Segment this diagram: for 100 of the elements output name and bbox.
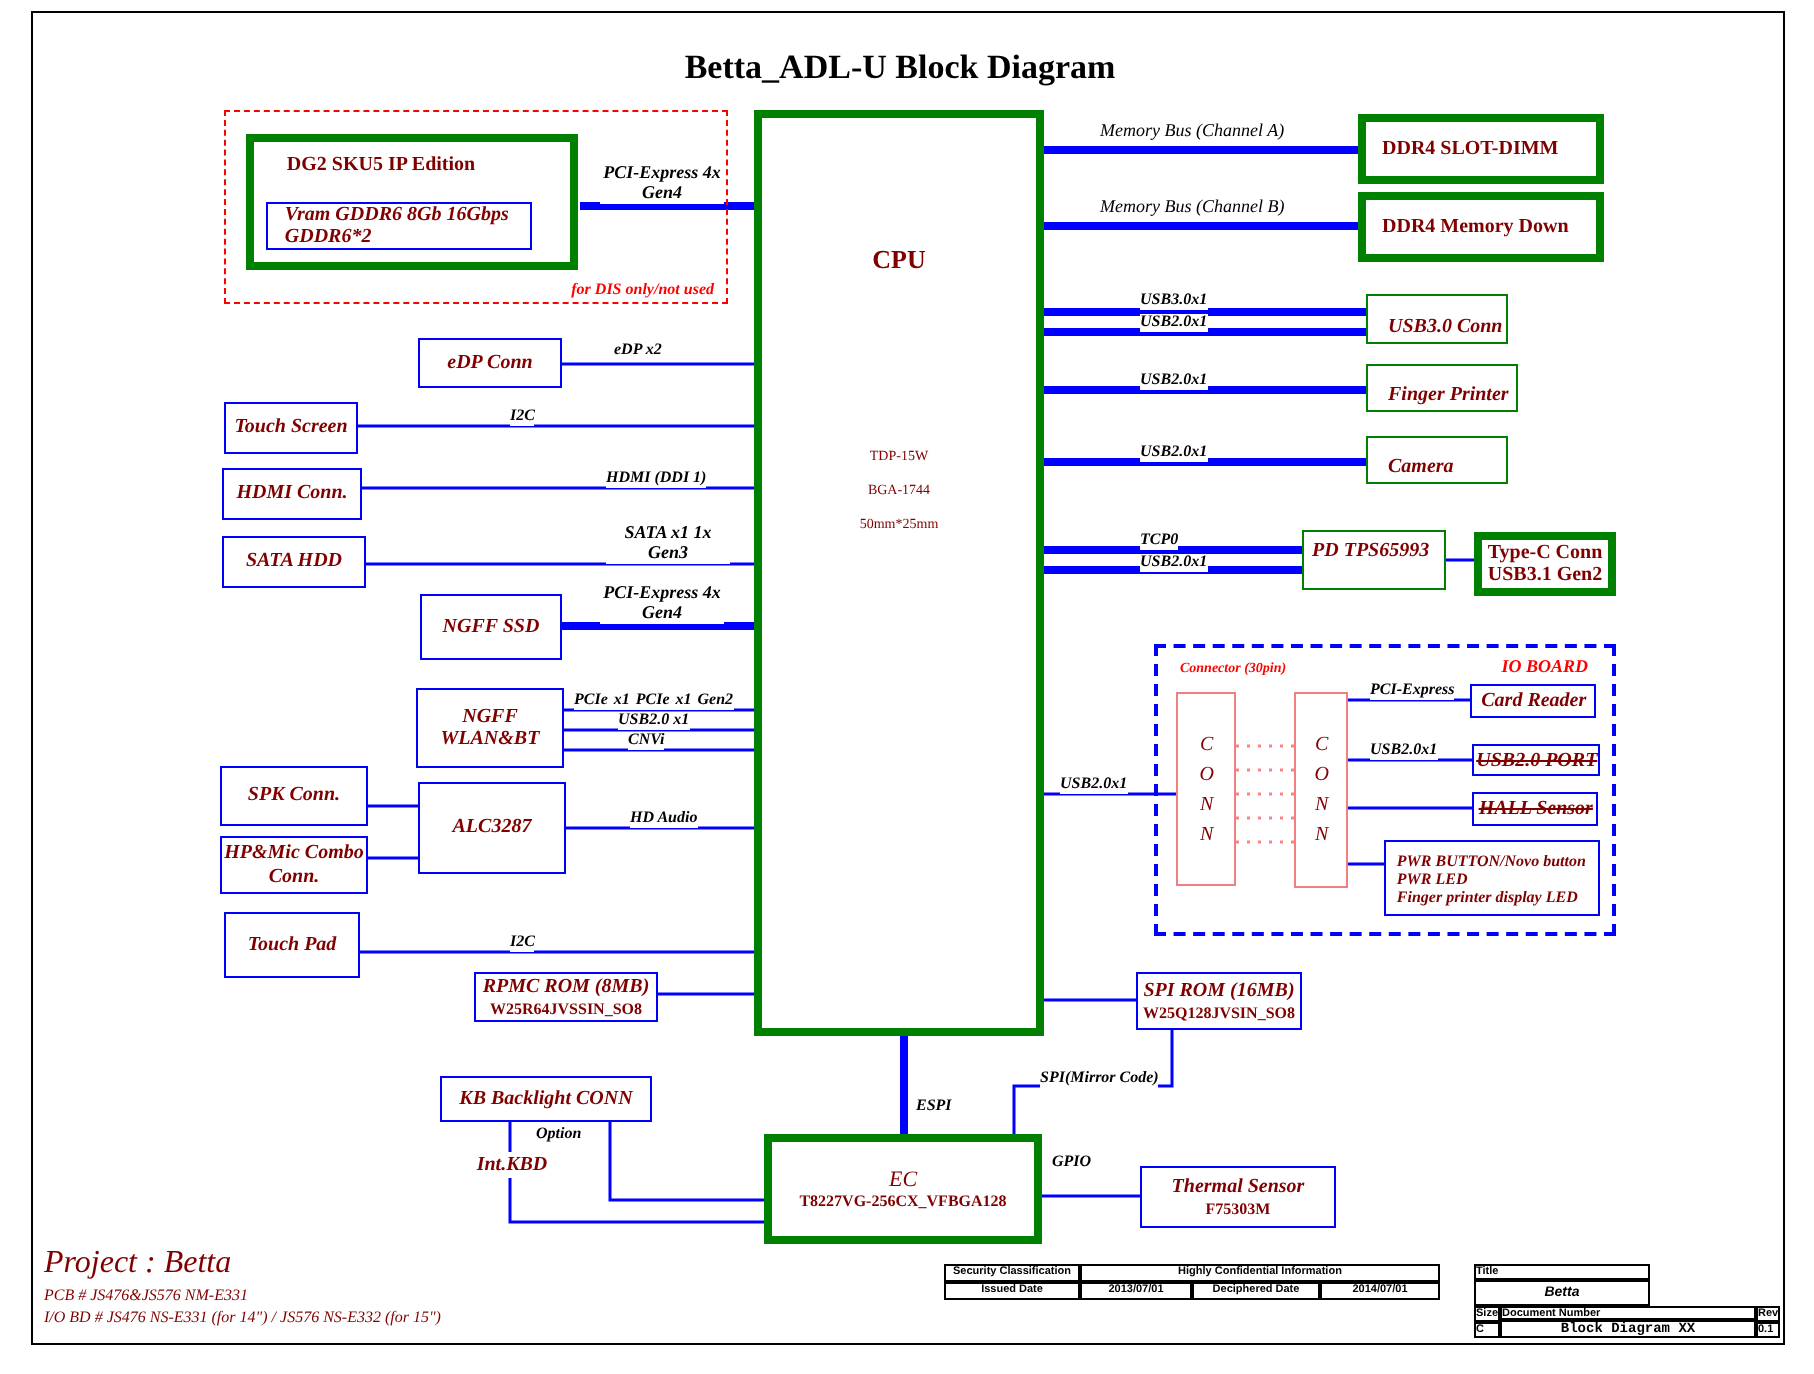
box-label: Thermal Sensor: [1171, 1176, 1305, 1200]
component-box: [1302, 530, 1446, 590]
board-note: I/O BD # JS476 NS-E331 (for 14") / JS576 NS-E332 (for 15"): [44, 1308, 443, 1326]
box-label: RPMC ROM (8MB): [482, 976, 650, 1000]
component-box: [222, 536, 366, 588]
bus-line: [508, 1122, 512, 1152]
box-label: HDMI Conn.: [236, 482, 348, 506]
cpu-box: [754, 110, 1044, 1036]
box-label: PD TPS65993: [1312, 540, 1430, 563]
box-label: DDR4 Memory Down: [1382, 215, 1569, 239]
box-label: KB Backlight CONN: [459, 1087, 633, 1111]
edge-label: USB2.0 x1: [618, 712, 690, 730]
bus-line: [1044, 566, 1302, 574]
connector-box: [1176, 692, 1237, 887]
box-label: Touch Screen: [234, 416, 348, 440]
edge-label: ESPI: [916, 1098, 952, 1116]
dotted-connector: [1234, 744, 1296, 844]
box-label: CONN: [1197, 731, 1216, 850]
bus-line: [366, 562, 754, 566]
edge-label: SATA x1 1x Gen3: [606, 524, 730, 564]
bus-line: [1044, 792, 1176, 796]
box-label: PWR BUTTON/Novo button: [1396, 851, 1586, 870]
box-label: CONN: [1312, 732, 1331, 851]
component-box: [246, 134, 579, 271]
component-box: [420, 594, 562, 660]
component-box: [1366, 436, 1508, 484]
box-label: eDP Conn: [447, 351, 533, 375]
edge-label: USB2.0x1: [1140, 372, 1208, 390]
box-label: Type-C Conn USB3.1 Gen2: [1485, 541, 1605, 587]
bus-line: [1348, 806, 1472, 810]
component-box: [1472, 792, 1599, 827]
bus-line: [564, 728, 754, 732]
edge-label: HDMI (DDI 1): [606, 470, 707, 488]
box-label: Card Reader: [1481, 690, 1587, 714]
connector-box: [1294, 692, 1349, 889]
edge-label: eDP x2: [614, 342, 662, 360]
board-note: PCB # JS476&JS576 NM-E331: [44, 1286, 250, 1304]
component-box: [1470, 684, 1597, 719]
edge-label: PCIe x1 PCIe x1 Gen2: [574, 692, 734, 710]
bus-line: [362, 486, 754, 490]
box-label: Finger Printer: [1388, 383, 1509, 406]
edge-label: Memory Bus (Channel B): [1100, 198, 1285, 218]
bus-line: [358, 424, 754, 428]
edge-label: HD Audio: [630, 810, 698, 828]
bus-line: [564, 748, 754, 752]
bus-line: [562, 362, 754, 366]
component-box: [222, 468, 362, 520]
edge-label: I2C: [510, 408, 535, 426]
bus-line: [1348, 862, 1384, 866]
component-box: [220, 766, 368, 826]
edge-label: TCP0: [1140, 532, 1179, 550]
component-box: [1366, 294, 1508, 344]
component-box: [266, 202, 533, 251]
component-box: [1474, 532, 1616, 596]
project-name: Project : Betta: [44, 1246, 234, 1282]
bus-line: [658, 992, 754, 996]
box-label: EC: [888, 1167, 918, 1193]
box-label: USB3.0 Conn: [1388, 315, 1503, 338]
box-label: DG2 SKU5 IP Edition: [286, 154, 476, 178]
component-box: [418, 782, 566, 874]
edge-label: Option: [536, 1126, 582, 1144]
box-label: IO BOARD: [1501, 656, 1588, 677]
box-label: NGFF SSD: [442, 615, 540, 639]
edge-label: PCI-Express 4x Gen4: [600, 584, 724, 624]
bus-line: [1044, 146, 1358, 154]
edge-label: GPIO: [1052, 1154, 1092, 1172]
edge-label: PCI-Express 4x Gen4: [600, 164, 724, 204]
component-box: [474, 972, 658, 1022]
bus-line: [1044, 386, 1366, 394]
bus-line: [1044, 546, 1302, 554]
bus-line: [1044, 998, 1136, 1002]
edge-label: USB2.0x1: [1060, 776, 1128, 794]
box-label: NGFF WLAN&BT: [438, 705, 542, 751]
bus-line: [1446, 558, 1474, 562]
box-label: Touch Pad: [247, 933, 337, 957]
component-box: [418, 338, 562, 388]
bus-line: [1044, 328, 1366, 336]
component-box: [1366, 364, 1518, 412]
box-label: DDR4 SLOT-DIMM: [1382, 137, 1559, 161]
box-label: HP&Mic Combo Conn.: [222, 842, 366, 888]
edge-label: USB3.0x1: [1140, 292, 1208, 310]
component-box: [1384, 840, 1601, 917]
bus-line: [1044, 222, 1358, 230]
edge-label: CNVi: [628, 732, 665, 750]
box-label: SATA HDD: [245, 550, 343, 574]
diagram-title: Betta_ADL-U Block Diagram: [682, 48, 1118, 88]
edge-label: USB2.0x1: [1140, 444, 1208, 462]
box-label: T8227VG-256CX_VFBGA128: [799, 1192, 1007, 1211]
edge-label: USB2.0x1: [1140, 314, 1208, 332]
box-label: W25R64JVSSIN_SO8: [489, 999, 642, 1018]
bus-line: [564, 708, 754, 712]
box-label: HALL Sensor: [1478, 798, 1593, 822]
component-box: [1140, 1166, 1336, 1228]
box-label: Vram GDDR6 8Gb 16Gbps GDDR6*2: [284, 203, 511, 250]
box-label: SPI ROM (16MB): [1143, 980, 1295, 1004]
bus-line: [368, 856, 418, 860]
edge-label: USB2.0x1: [1140, 554, 1208, 572]
box-label: for DIS only/not used: [571, 279, 714, 298]
box-label: Int.KBD: [476, 1153, 548, 1177]
edge-label: PCI-Express: [1370, 682, 1455, 700]
